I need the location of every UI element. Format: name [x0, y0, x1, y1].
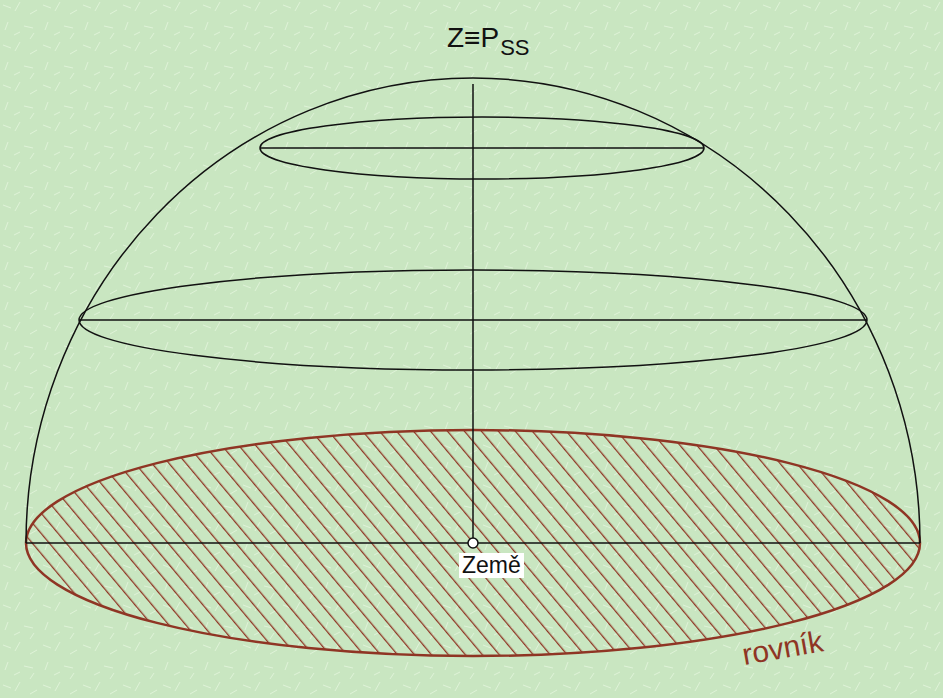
axis-line — [472, 84, 474, 543]
parallel-circle — [260, 117, 704, 179]
hemisphere-outline — [26, 78, 920, 543]
parallel-diameter — [260, 147, 704, 149]
zenith-label: Z≡P — [447, 24, 499, 52]
earth-label: Země — [459, 553, 524, 578]
zenith-subscript: SS — [500, 37, 529, 59]
earth-point — [468, 538, 478, 548]
